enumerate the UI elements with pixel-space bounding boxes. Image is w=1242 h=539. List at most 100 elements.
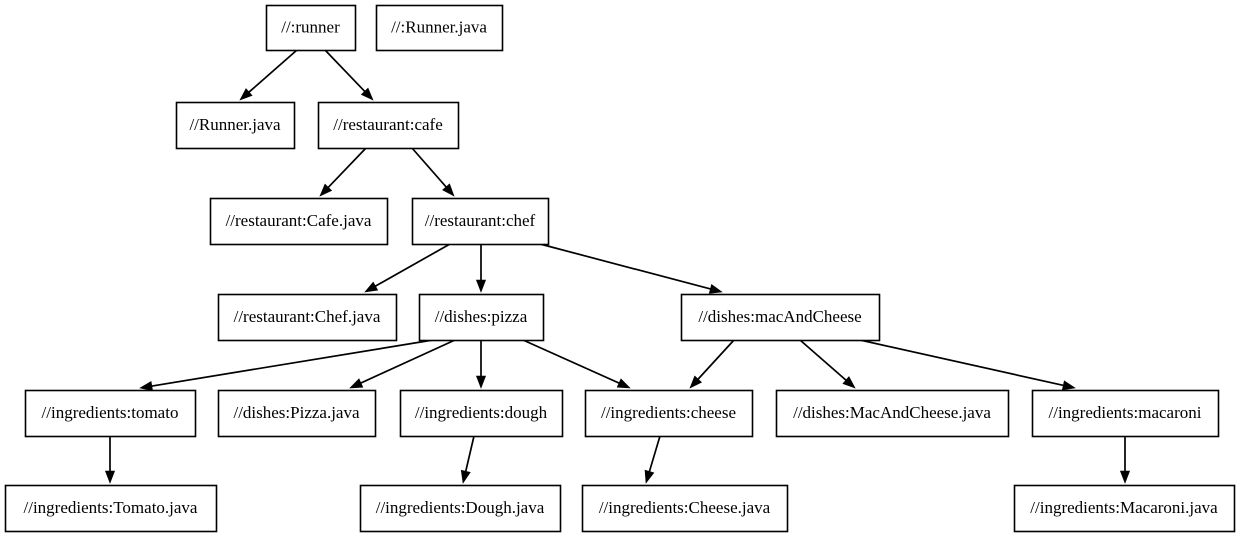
edge-arrowhead-icon [1119, 470, 1131, 484]
edge-runner-to-runner_java [239, 49, 298, 101]
node-label: //:runner [281, 17, 340, 36]
node-box[interactable] [411, 197, 550, 246]
graph-node-dishes_macandcheese[interactable]: //dishes:macAndCheese [680, 293, 881, 342]
graph-node-ing_dough_java[interactable]: //ingredients:Dough.java [359, 484, 562, 533]
edge-dishes_macandcheese-to-dishes_mac_java [799, 339, 856, 389]
edge-line [859, 339, 1065, 387]
node-label: //dishes:macAndCheese [698, 307, 861, 326]
edge-runner-to-restaurant_cafe [324, 49, 374, 101]
node-label: //ingredients:Tomato.java [24, 498, 198, 517]
graph-node-root_runner_java[interactable]: //:Runner.java [375, 4, 504, 52]
edge-arrowhead-icon [239, 88, 253, 101]
edge-dishes_pizza-to-ing_tomato [139, 339, 434, 391]
edge-restaurant_cafe-to-restaurant_chef [411, 147, 455, 197]
edge-arrowhead-icon [349, 378, 364, 389]
edge-dishes_pizza-to-ing_dough [475, 340, 487, 389]
edge-arrowhead-icon [689, 375, 703, 389]
graph-node-restaurant_cafe_java[interactable]: //restaurant:Cafe.java [209, 197, 389, 246]
nodes-layer: //:runner //:Runner.java //Runner.java //re… [4, 4, 1236, 533]
node-box[interactable] [581, 484, 789, 533]
edge-line [464, 435, 475, 473]
node-box[interactable] [1013, 484, 1236, 533]
graph-node-ing_dough[interactable]: //ingredients:dough [399, 389, 564, 438]
graph-node-ing_cheese[interactable]: //ingredients:cheese [584, 389, 754, 438]
node-box[interactable] [359, 484, 562, 533]
edge-arrowhead-icon [442, 183, 455, 197]
graph-node-dishes_pizza_java[interactable]: //dishes:Pizza.java [217, 389, 377, 438]
edge-line [324, 49, 367, 94]
node-box[interactable] [265, 4, 357, 52]
node-label: //dishes:Pizza.java [233, 403, 360, 422]
node-label: //ingredients:macaroni [1049, 403, 1202, 422]
edge-arrowhead-icon [616, 378, 631, 389]
graph-node-ing_cheese_java[interactable]: //ingredients:Cheese.java [581, 484, 789, 533]
node-label: //ingredients:tomato [42, 403, 179, 422]
graph-node-restaurant_chef_java[interactable]: //restaurant:Chef.java [217, 293, 398, 342]
node-box[interactable] [418, 293, 545, 342]
edge-line [359, 339, 456, 385]
node-label: //Runner.java [189, 115, 281, 134]
node-box[interactable] [24, 389, 197, 438]
edge-arrowhead-icon [644, 469, 655, 484]
node-label: //ingredients:dough [415, 403, 548, 422]
edge-dishes_pizza-to-dishes_pizza_java [349, 339, 456, 389]
node-box[interactable] [209, 197, 389, 246]
graph-node-runner[interactable]: //:runner [265, 4, 357, 52]
node-label: //restaurant:Chef.java [234, 307, 381, 326]
node-box[interactable] [399, 389, 564, 438]
node-box[interactable] [4, 484, 218, 533]
edge-line [150, 339, 434, 388]
node-label: //ingredients:Macaroni.java [1030, 498, 1218, 517]
graph-node-ing_macaroni_java[interactable]: //ingredients:Macaroni.java [1013, 484, 1236, 533]
node-box[interactable] [217, 389, 377, 438]
graph-node-restaurant_chef[interactable]: //restaurant:chef [411, 197, 550, 246]
edge-arrowhead-icon [475, 375, 487, 389]
edge-ing_dough-to-ing_dough_java [460, 435, 475, 484]
edge-line [648, 435, 661, 474]
node-box[interactable] [680, 293, 881, 342]
node-box[interactable] [375, 4, 504, 52]
node-label: //ingredients:Cheese.java [599, 498, 771, 517]
graph-node-ing_macaroni[interactable]: //ingredients:macaroni [1031, 389, 1220, 438]
edge-restaurant_chef-to-restaurant_chef_java [364, 243, 451, 293]
edge-line [373, 243, 451, 288]
edge-line [539, 243, 713, 291]
node-label: //ingredients:cheese [601, 403, 736, 422]
node-label: //restaurant:cafe [333, 115, 443, 134]
edge-arrowhead-icon [360, 87, 374, 101]
edge-ing_tomato-to-ing_tomato_java [104, 436, 116, 484]
edge-line [522, 339, 621, 385]
node-label: //restaurant:chef [425, 211, 536, 230]
edge-line [247, 49, 298, 94]
edge-restaurant_chef-to-dishes_pizza [475, 244, 487, 293]
edge-line [799, 339, 848, 382]
graph-node-dishes_pizza[interactable]: //dishes:pizza [418, 293, 545, 342]
edge-line [696, 339, 735, 381]
graph-node-dishes_mac_java[interactable]: //dishes:MacAndCheese.java [775, 389, 1010, 438]
edge-line [326, 147, 367, 190]
edge-arrowhead-icon [139, 381, 153, 391]
edge-arrowhead-icon [475, 279, 487, 293]
edge-arrowhead-icon [364, 281, 379, 293]
edge-ing_cheese-to-ing_cheese_java [644, 435, 661, 484]
node-label: //restaurant:Cafe.java [226, 211, 372, 230]
graph-node-runner_java[interactable]: //Runner.java [175, 101, 296, 150]
node-box[interactable] [217, 293, 398, 342]
node-label: //:Runner.java [391, 17, 487, 36]
edge-dishes_macandcheese-to-ing_macaroni [859, 339, 1076, 391]
graph-node-restaurant_cafe[interactable]: //restaurant:cafe [317, 101, 460, 150]
graph-node-ing_tomato_java[interactable]: //ingredients:Tomato.java [4, 484, 218, 533]
graph-node-ing_tomato[interactable]: //ingredients:tomato [24, 389, 197, 438]
edge-arrowhead-icon [708, 283, 723, 294]
node-box[interactable] [775, 389, 1010, 438]
edge-arrowhead-icon [842, 376, 856, 389]
edge-dishes_macandcheese-to-ing_cheese [689, 339, 735, 389]
node-box[interactable] [584, 389, 754, 438]
node-box[interactable] [175, 101, 296, 150]
node-box[interactable] [317, 101, 460, 150]
edge-dishes_pizza-to-ing_cheese [522, 339, 631, 389]
node-box[interactable] [1031, 389, 1220, 438]
edges-layer [104, 49, 1131, 484]
